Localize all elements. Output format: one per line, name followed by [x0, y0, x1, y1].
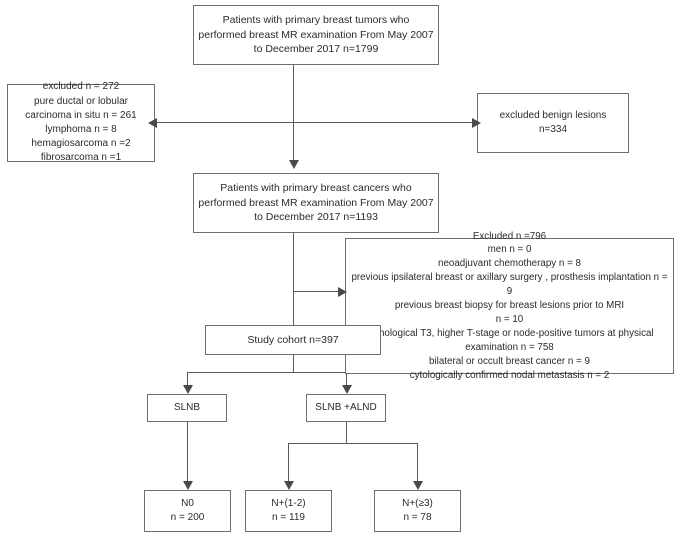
- connector-to-slnb-alnd: [346, 372, 348, 386]
- connector-exclusions-horizontal: [155, 122, 477, 124]
- connector-slnb-to-n0: [187, 422, 189, 482]
- node-nplus-1-2-label: N+(1-2) n = 119: [271, 497, 306, 523]
- arrowhead-slnb-alnd: [342, 385, 352, 394]
- node-study-cohort[interactable]: Study cohort n=397: [205, 325, 381, 355]
- arrowhead-excluded-left: [148, 118, 157, 128]
- connector-to-nplus-1-2: [288, 443, 290, 482]
- connector-cohort-down: [293, 355, 295, 373]
- node-nplus-1-2[interactable]: N+(1-2) n = 119: [245, 490, 332, 532]
- node-excluded-796[interactable]: Excluded n =796 men n = 0 neoadjuvant ch…: [345, 231, 674, 381]
- connector-nplus-split-horizontal: [288, 443, 418, 445]
- arrowhead-nplus-1-2: [284, 481, 294, 490]
- node-all-breast-tumors-label: Patients with primary breast tumors who …: [198, 13, 434, 56]
- node-n0-label: N0 n = 200: [170, 497, 205, 523]
- node-study-cohort-label: Study cohort n=397: [247, 333, 339, 346]
- node-slnb-label: SLNB: [173, 401, 201, 413]
- node-nplus-3-label: N+(≥3) n = 78: [402, 497, 433, 523]
- arrowhead-nplus-3: [413, 481, 423, 490]
- connector-slnb-alnd-down: [346, 422, 348, 444]
- node-nplus-3[interactable]: N+(≥3) n = 78: [374, 490, 461, 532]
- connector-to-nplus-3: [417, 443, 419, 482]
- node-excluded-non-invasive-label: excluded n = 272 pure ductal or lobular …: [25, 81, 137, 164]
- arrowhead-excluded-benign: [472, 118, 481, 128]
- node-excluded-non-invasive[interactable]: excluded n = 272 pure ductal or lobular …: [7, 81, 155, 163]
- arrowhead-excluded796: [338, 287, 347, 297]
- node-all-breast-cancers-label: Patients with primary breast cancers who…: [198, 181, 434, 224]
- node-all-breast-cancers[interactable]: Patients with primary breast cancers who…: [193, 173, 439, 233]
- arrowhead-n0: [183, 481, 193, 490]
- node-all-breast-tumors[interactable]: Patients with primary breast tumors who …: [193, 5, 439, 65]
- node-excluded-benign-lesions[interactable]: excluded benign lesions n=334: [477, 93, 629, 153]
- arrowhead-tumors-to-cancers: [289, 160, 299, 169]
- node-excluded-benign-lesions-label: excluded benign lesions n=334: [499, 109, 607, 135]
- node-slnb-alnd[interactable]: SLNB +ALND: [306, 394, 386, 422]
- connector-cancers-to-cohort: [293, 232, 295, 325]
- node-excluded-796-label: Excluded n =796 men n = 0 neoadjuvant ch…: [351, 230, 668, 381]
- node-slnb-alnd-label: SLNB +ALND: [315, 401, 377, 413]
- connector-cohort-split-horizontal: [187, 372, 347, 374]
- arrowhead-slnb: [183, 385, 193, 394]
- connector-cohort-to-excluded796: [293, 291, 345, 293]
- connector-tumors-to-cancers: [293, 64, 295, 160]
- node-slnb[interactable]: SLNB: [147, 394, 227, 422]
- connector-to-slnb: [187, 372, 189, 386]
- node-n0[interactable]: N0 n = 200: [144, 490, 231, 532]
